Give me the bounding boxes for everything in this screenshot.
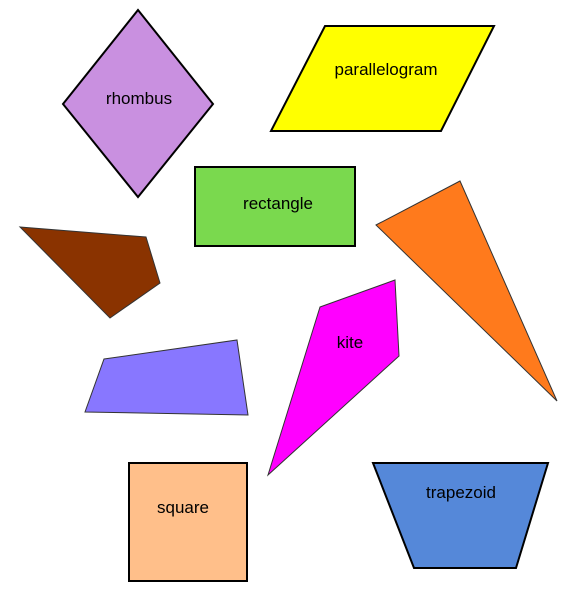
rhombus-shape [61, 8, 215, 199]
purple-shape [84, 339, 249, 416]
parallelogram-shape [269, 25, 496, 132]
square-label: square [157, 498, 209, 517]
trapezoid-label: trapezoid [426, 483, 496, 502]
trapezoid-shape [371, 462, 550, 569]
rectangle-shape [194, 166, 356, 247]
rhombus-label: rhombus [106, 89, 172, 108]
parallelogram-label: parallelogram [335, 60, 438, 79]
kite-label: kite [337, 333, 363, 352]
kite-shape [266, 279, 400, 477]
rectangle-label: rectangle [243, 194, 313, 213]
brown-shape [18, 226, 161, 319]
orange-shape [375, 180, 558, 402]
square-shape [128, 462, 248, 582]
